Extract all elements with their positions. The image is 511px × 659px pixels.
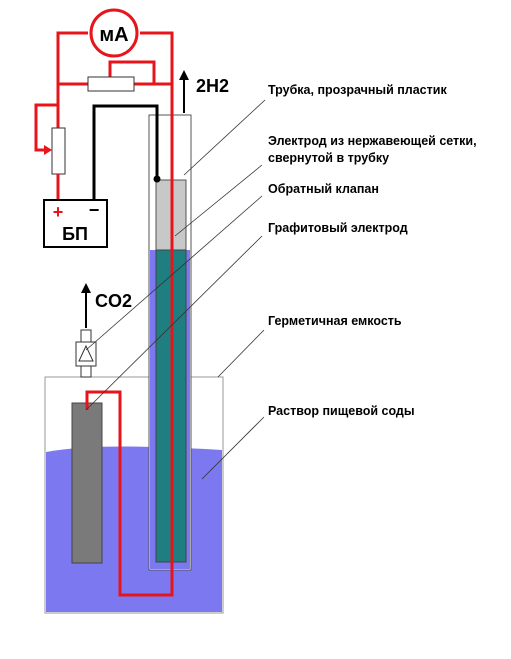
leader-lines (85, 99, 266, 480)
trimmer-resistor (44, 127, 66, 175)
milliammeter: мА (89, 8, 139, 58)
h2-label: 2H2 (196, 76, 229, 96)
graphite-electrode (71, 402, 103, 564)
variable-resistor (87, 76, 135, 92)
black-wire (92, 104, 159, 202)
meter-label: мА (99, 24, 128, 46)
power-supply: + − БП (43, 199, 108, 248)
co2-arrow-icon (81, 283, 91, 328)
minus-sign: − (89, 200, 100, 220)
tube-label: Трубка, прозрачный пластик (268, 83, 447, 97)
mesh-electrode-label-line1: Электрод из нержавеющей сетки, (268, 134, 477, 148)
soda-solution-label: Раствор пищевой соды (268, 404, 415, 418)
graphite-electrode-label: Графитовый электрод (268, 221, 408, 235)
valve-triangle-icon (78, 344, 94, 362)
plus-sign: + (53, 202, 64, 222)
mesh-connection-dot (153, 175, 161, 183)
power-supply-label: БП (62, 224, 88, 244)
co2-label: CO2 (95, 291, 132, 311)
h2-arrow-icon (179, 70, 189, 113)
callout-labels: Трубка, прозрачный пластик Электрод из н… (268, 83, 477, 418)
sealed-container-label: Герметичная емкость (268, 314, 402, 328)
trimmer-arrow-icon (44, 145, 52, 155)
check-valve (75, 329, 97, 378)
mesh-electrode-label-line2: свернутой в трубку (268, 151, 389, 165)
check-valve-label: Обратный клапан (268, 182, 379, 196)
